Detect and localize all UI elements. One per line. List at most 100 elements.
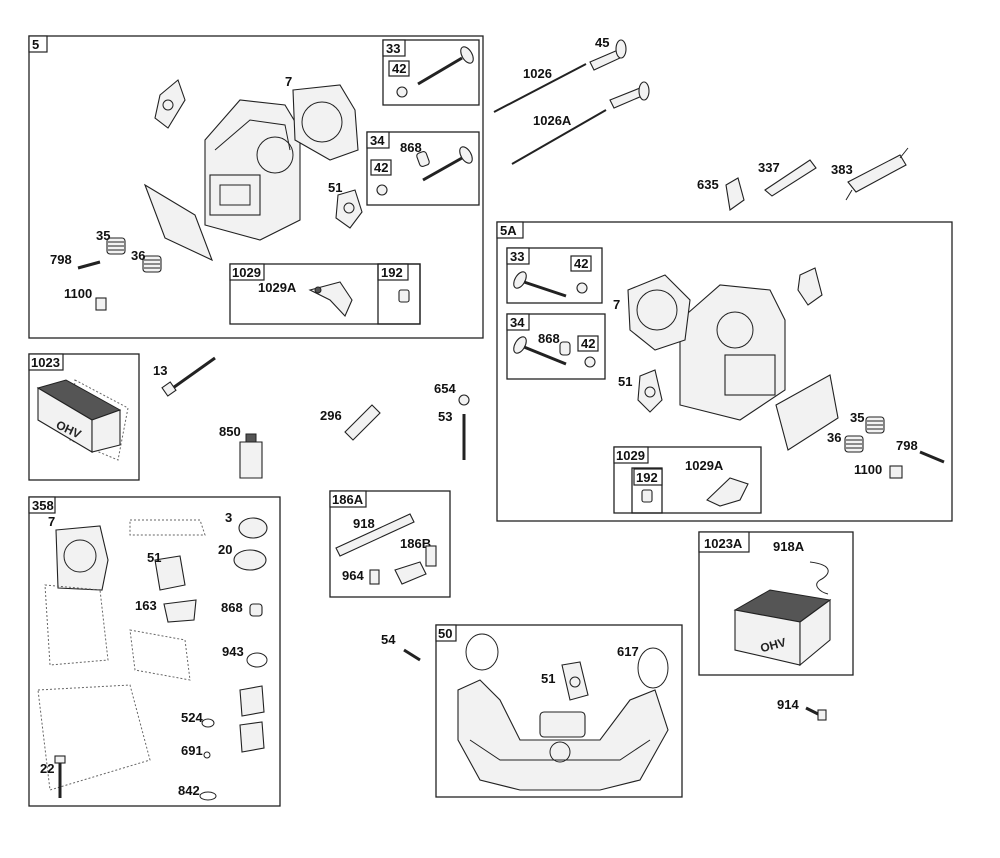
small-gasket-b-icon [797,267,823,306]
group-5-box [28,35,484,339]
label-36-b: 36 [827,430,841,445]
label-383: 383 [831,162,853,177]
small-gasket-icon [154,79,186,129]
group-186A-box [329,490,451,598]
group-42c-tag [570,255,592,272]
label-943: 943 [222,644,244,659]
group-358-tag [28,496,56,514]
group-1029-label: 1029 [232,265,261,280]
group-34-label: 34 [370,133,385,148]
group-192b-box [631,467,663,514]
rocker-arm-b-icon [641,477,749,507]
group-5A-box [496,221,953,522]
tappet-icon [609,81,650,109]
group-33b-tag [506,247,530,265]
group-5A-tag [496,221,524,239]
group-50-box [435,624,683,798]
breather-tube-296-icon: 296 [320,404,381,441]
label-13: 13 [153,363,167,378]
group-1023-box [28,353,140,481]
valve-cover-1023A-icon: OHV [733,589,832,667]
label-918A: 918A [773,539,805,554]
muffler-icon [457,679,669,791]
bolt-798-icon: 798 [50,252,101,270]
label-868: 868 [400,140,422,155]
breather-valve-icon [394,545,437,585]
label-22: 22 [40,761,54,776]
bolt-13-icon: 13 [153,356,216,397]
group-192b-tag [633,468,663,486]
label-296: 296 [320,408,342,423]
group-186A-tag [329,490,367,508]
push-rod-1026A-icon: 1026A [511,109,607,165]
group-33-label: 33 [386,41,400,56]
group-34-box [366,131,480,206]
label-7: 7 [285,74,292,89]
spring-35b-icon: 35 [850,410,885,434]
label-1026A: 1026A [533,113,572,128]
cylinder-head-icon [204,99,301,241]
group-33b-label: 33 [510,249,524,264]
label-1026: 1026 [523,66,552,81]
group-5A-label: 5A [500,223,517,238]
label-524: 524 [181,710,203,725]
group-5-tag [28,35,48,53]
group-42-label: 42 [392,61,406,76]
valve-cover-gasket-b-icon [775,374,839,451]
group-1023-tag [28,353,64,371]
label-53: 53 [438,409,452,424]
spark-plug-icon: 337 [758,159,817,197]
label-617: 617 [617,644,639,659]
valve-33b-icon [513,271,588,298]
o-ring-524-icon: 524 [181,710,215,728]
group-33-box [382,39,480,106]
label-914: 914 [777,697,799,712]
spring-36b-icon: 36 [827,430,864,453]
exhaust-gasket-icon: 51 [328,180,363,229]
group-192-label: 192 [381,265,403,280]
o-ring-691-icon: 691 [181,743,211,759]
label-51: 51 [328,180,342,195]
nut-654-icon: 654 [434,381,470,406]
group-1029b-label: 1029 [616,448,645,463]
label-798: 798 [50,252,72,267]
seal-3-icon: 3 [225,510,268,539]
label-964: 964 [342,568,364,583]
valve-cover-gasket-icon [143,183,213,262]
bolt-22-icon: 22 [40,755,66,798]
group-34b-tag [506,313,530,331]
small-gaskets-icon [239,685,265,753]
head-gasket-icon: 7 [48,514,109,591]
exhaust-gasket-50-icon [465,633,499,671]
group-1023A-box [698,531,854,676]
label-1029A: 1029A [258,280,297,295]
clip-1100b-icon: 1100 [854,462,903,479]
ohv-stamp-b: OHV [759,635,788,655]
spring-35-icon: 35 [96,228,126,255]
label-7-b: 7 [613,297,620,312]
group-42-label-b: 42 [374,160,388,175]
tappet-45-icon: 45 [589,35,627,71]
sealant-tube-icon: 850 [219,424,263,479]
label-850: 850 [219,424,241,439]
group-42d-label: 42 [581,336,595,351]
o-ring-842-icon: 842 [178,783,217,801]
group-42c-label: 42 [574,256,588,271]
label-1029A-b: 1029A [685,458,724,473]
group-42-tag-b [370,159,392,176]
group-1023-label: 1023 [31,355,60,370]
gasket-51d-icon: 51 [541,661,589,701]
gasket-set-outline [37,519,206,791]
group-186A-label: 186A [332,492,364,507]
label-1100-b: 1100 [854,462,882,477]
label-45: 45 [595,35,609,50]
cylinder-head-b-icon [679,284,786,421]
clip-1100-icon: 1100 [64,286,107,311]
label-7-c: 7 [48,514,55,529]
valve-33-icon [396,46,474,98]
label-51-d: 51 [541,671,555,686]
label-35: 35 [96,228,110,243]
valve-34-icon [376,146,473,196]
group-50-label: 50 [438,626,452,641]
